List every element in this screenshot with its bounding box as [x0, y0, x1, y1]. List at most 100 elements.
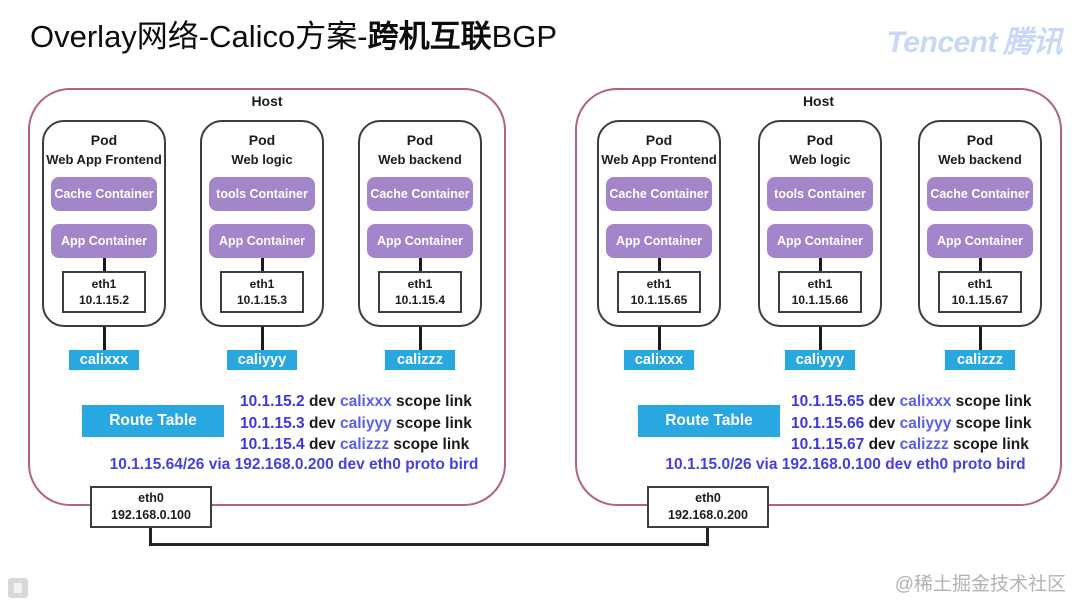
- iface-ip: 10.1.15.2: [78, 293, 130, 307]
- connector-line: [102, 258, 106, 271]
- iface-name: eth1: [407, 276, 433, 291]
- route-ip: 10.1.15.65: [791, 393, 865, 410]
- route-device: caliyyy: [899, 414, 952, 432]
- bgp-route-line: 10.1.15.0/26 via 192.168.0.100 dev eth0 …: [665, 456, 1026, 473]
- iface-ip: 10.1.15.3: [236, 293, 288, 307]
- pod-stack-logic: Pod Web logic tools Container App Contai…: [758, 120, 882, 370]
- iface-ip: 10.1.15.4: [394, 293, 446, 307]
- container-box: tools Container: [209, 177, 315, 211]
- iface-name: eth1: [967, 276, 993, 291]
- container-box: App Container: [209, 224, 315, 258]
- route-scope: scope link: [953, 436, 1029, 453]
- container-box: Cache Container: [367, 177, 473, 211]
- host-label: Host: [802, 93, 835, 109]
- route-table-entries: 10.1.15.65 dev calixxx scope link 10.1.1…: [791, 391, 1031, 456]
- route-keyword: dev: [868, 393, 896, 410]
- iface-ip: 192.168.0.200: [668, 508, 748, 522]
- eth0-box-right: eth0 192.168.0.200: [647, 486, 769, 528]
- route-scope: scope link: [396, 414, 472, 432]
- container-box: App Container: [767, 224, 873, 258]
- container-box: tools Container: [767, 177, 873, 211]
- host-label: Host: [251, 93, 283, 109]
- pod-box: Pod Web logic tools Container App Contai…: [758, 120, 882, 327]
- iface-ip: 10.1.15.66: [791, 293, 849, 307]
- iface-name: eth1: [807, 276, 833, 291]
- cali-interface-chip: calixxx: [624, 350, 694, 370]
- route-device: calixxx: [899, 393, 952, 410]
- route-scope: scope link: [393, 436, 470, 453]
- pod-subtitle: Web logic: [789, 152, 851, 167]
- page-title: Overlay网络-Calico方案-跨机互联BGP: [30, 11, 557, 56]
- connector-line: [818, 258, 822, 271]
- title-part-bgp: BGP: [491, 19, 558, 54]
- route-keyword: dev: [308, 436, 336, 453]
- cali-interface-chip: calizzz: [385, 350, 455, 370]
- eth1-box: eth1 10.1.15.4: [378, 271, 462, 313]
- route-scope: scope link: [955, 393, 1032, 410]
- cali-interface-chip: caliyyy: [227, 350, 297, 370]
- route-keyword: dev: [308, 414, 336, 432]
- iface-name: eth0: [695, 490, 721, 505]
- eth0-box-left: eth0 192.168.0.100: [90, 486, 212, 528]
- tencent-logo-cn: 腾讯: [1003, 26, 1063, 59]
- container-box: App Container: [51, 224, 157, 258]
- iface-ip: 10.1.15.65: [630, 293, 688, 307]
- connector-line: [818, 327, 822, 350]
- pod-subtitle: Web logic: [231, 152, 293, 167]
- route-ip: 10.1.15.2: [240, 393, 305, 410]
- inter-host-wire: [149, 543, 709, 546]
- pod-title: Pod: [806, 132, 834, 148]
- eth1-box: eth1 10.1.15.65: [617, 271, 701, 313]
- pod-subtitle: Web backend: [378, 152, 462, 167]
- cali-interface-chip: calizzz: [945, 350, 1015, 370]
- iface-name: eth1: [91, 276, 117, 291]
- route-device: calizzz: [899, 436, 949, 453]
- route-table-label: Route Table: [82, 405, 224, 437]
- container-box: App Container: [367, 224, 473, 258]
- pod-box: Pod Web App Frontend Cache Container App…: [597, 120, 721, 327]
- title-part-bold: 跨机互联: [367, 19, 492, 54]
- eth1-box: eth1 10.1.15.3: [220, 271, 304, 313]
- route-ip: 10.1.15.4: [240, 436, 305, 453]
- container-box: App Container: [927, 224, 1033, 258]
- connector-line: [418, 327, 422, 350]
- iface-name: eth1: [646, 276, 672, 291]
- container-box: Cache Container: [927, 177, 1033, 211]
- juejin-corner-icon: [8, 578, 28, 598]
- eth1-box: eth1 10.1.15.2: [62, 271, 146, 313]
- tencent-logo-en: Tencent: [886, 26, 998, 59]
- pod-subtitle: Web backend: [938, 152, 1022, 167]
- route-ip: 10.1.15.67: [791, 436, 865, 453]
- route-entry: 10.1.15.65 dev calixxx scope link: [791, 391, 1031, 413]
- pod-stack-logic: Pod Web logic tools Container App Contai…: [200, 120, 324, 370]
- connector-line: [260, 258, 264, 271]
- pod-stack-backend: Pod Web backend Cache Container App Cont…: [358, 120, 482, 370]
- eth1-box: eth1 10.1.15.67: [938, 271, 1022, 313]
- pod-box: Pod Web logic tools Container App Contai…: [200, 120, 324, 327]
- connector-line: [978, 327, 982, 350]
- iface-name: eth0: [138, 490, 164, 505]
- route-entry: 10.1.15.66 dev caliyyy scope link: [791, 413, 1031, 435]
- pod-subtitle: Web App Frontend: [46, 152, 162, 167]
- inter-host-wire: [149, 527, 152, 546]
- connector-line: [418, 258, 422, 271]
- pod-stack-frontend: Pod Web App Frontend Cache Container App…: [597, 120, 721, 370]
- route-device: caliyyy: [340, 414, 392, 432]
- route-keyword: dev: [308, 393, 336, 410]
- inter-host-wire: [706, 527, 709, 546]
- connector-line: [260, 327, 264, 350]
- pod-subtitle: Web App Frontend: [601, 152, 717, 167]
- cali-interface-chip: calixxx: [69, 350, 139, 370]
- connector-line: [657, 327, 661, 350]
- connector-line: [102, 327, 106, 350]
- title-part-normal: Overlay网络-Calico方案-: [30, 19, 368, 54]
- eth1-box: eth1 10.1.15.66: [778, 271, 862, 313]
- container-box: App Container: [606, 224, 712, 258]
- pod-stack-backend: Pod Web backend Cache Container App Cont…: [918, 120, 1042, 370]
- route-entry: 10.1.15.3 dev caliyyy scope link: [240, 413, 472, 435]
- pod-title: Pod: [90, 132, 118, 148]
- host-box-left: Host Pod Web App Frontend Cache Containe…: [28, 88, 506, 506]
- route-entry: 10.1.15.4 dev calizzz scope link: [240, 434, 472, 456]
